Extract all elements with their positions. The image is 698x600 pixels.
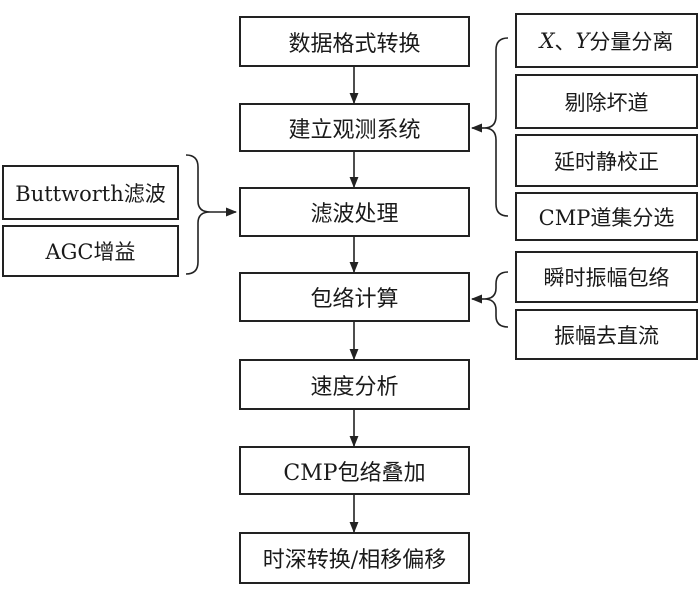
step-label: CMP包络叠加 (283, 460, 426, 486)
step-time-depth-migration: 时深转换/相移偏移 (239, 532, 470, 584)
step-label: 时深转换/相移偏移 (262, 548, 447, 573)
step-velocity-analysis: 速度分析 (239, 359, 470, 410)
substep-butterworth-filter: Buttworth滤波 (2, 165, 179, 220)
step-label: 滤波处理 (310, 202, 399, 227)
brace-observation (483, 37, 509, 217)
step-envelope-calculation: 包络计算 (239, 272, 470, 322)
x-component-label: X (539, 28, 555, 53)
substep-label: 延时静校正 (554, 149, 659, 174)
y-component-label: Y (575, 28, 590, 53)
substep-agc-gain: AGC增益 (2, 225, 179, 277)
substep-cmp-gather-sorting: CMP道集分选 (515, 192, 698, 241)
substep-label: AGC增益 (45, 240, 136, 264)
step-label: 数据格式转换 (288, 31, 421, 57)
step-filtering: 滤波处理 (239, 187, 470, 237)
step-data-format-conversion: 数据格式转换 (239, 16, 470, 67)
step-cmp-envelope-stack: CMP包络叠加 (239, 446, 470, 495)
substep-instantaneous-amplitude-envelope: 瞬时振幅包络 (515, 251, 698, 303)
step-label: 建立观测系统 (288, 117, 421, 143)
step-label: 包络计算 (310, 287, 399, 312)
step-build-observation-system: 建立观测系统 (239, 103, 470, 152)
step-label: 速度分析 (310, 374, 399, 400)
substep-delay-static-correction: 延时静校正 (515, 134, 698, 187)
brace-filter (185, 154, 211, 275)
separator-label: 、 (554, 29, 576, 54)
separation-label: 分量分离 (589, 29, 674, 54)
substep-amplitude-dc-removal: 振幅去直流 (515, 309, 698, 360)
brace-envelope (483, 271, 509, 328)
substep-label: 振幅去直流 (554, 323, 659, 348)
substep-remove-bad-traces: 剔除坏道 (515, 74, 698, 129)
substep-label: 剔除坏道 (564, 90, 649, 115)
substep-label: 瞬时振幅包络 (543, 266, 670, 290)
substep-label: CMP道集分选 (538, 205, 675, 230)
substep-label: Buttworth滤波 (15, 181, 166, 206)
